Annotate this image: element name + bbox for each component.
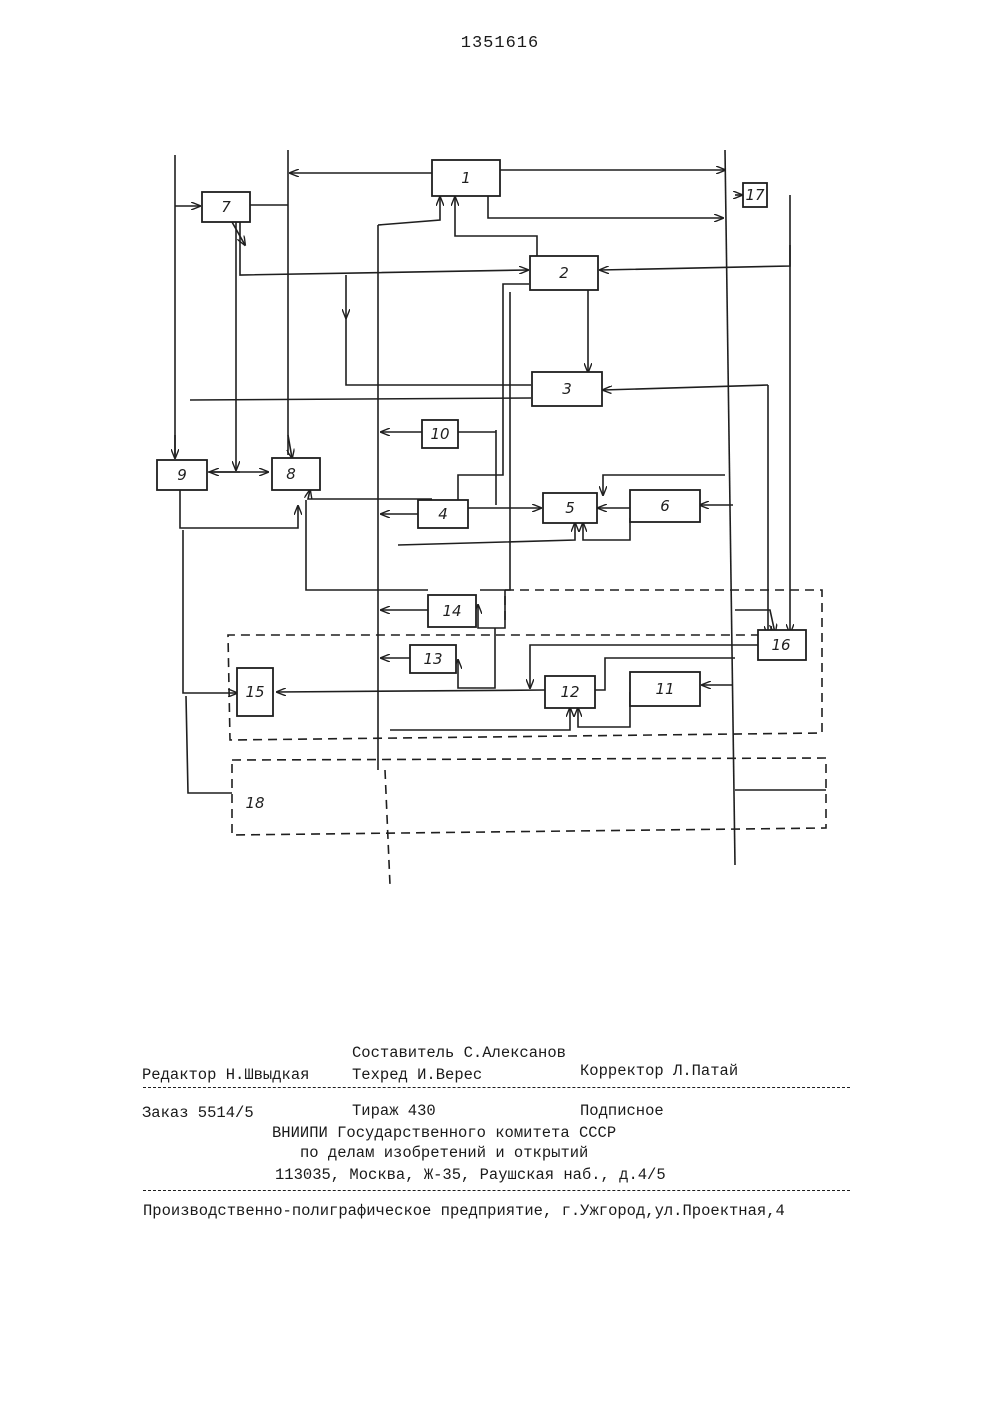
block-diagram: 1 2 3 4 5 6 7 8 9 10 11 12 13 14 15 16 1…: [0, 0, 1000, 900]
block-8: 8: [272, 458, 320, 490]
svg-text:13: 13: [423, 650, 442, 668]
svg-text:9: 9: [177, 466, 187, 484]
svg-text:12: 12: [560, 683, 579, 701]
org-address: 113035, Москва, Ж-35, Раушская наб., д.4…: [275, 1166, 666, 1184]
blocks: 1 2 3 4 5 6 7 8 9 10 11 12 13 14 15 16 1…: [157, 160, 806, 812]
techred-credit: Техред И.Верес: [352, 1066, 482, 1084]
block-7: 7: [202, 192, 250, 222]
divider-bottom: [143, 1190, 850, 1191]
svg-text:5: 5: [565, 499, 575, 517]
printer-block: Производственно-полиграфическое предприя…: [0, 1200, 1000, 1230]
block-4: 4: [418, 500, 468, 528]
editor-credit: Редактор Н.Швыдкая: [142, 1066, 309, 1084]
block-5: 5: [543, 493, 597, 523]
svg-text:8: 8: [286, 465, 296, 483]
svg-text:16: 16: [771, 636, 790, 654]
subscription-note: Подписное: [580, 1102, 664, 1120]
block-10: 10: [422, 420, 458, 448]
order-number: Заказ 5514/5: [142, 1104, 254, 1122]
svg-text:4: 4: [438, 505, 448, 523]
block-9: 9: [157, 460, 207, 490]
svg-text:15: 15: [245, 683, 264, 701]
circulation: Тираж 430: [352, 1102, 436, 1120]
dashed-frames: [228, 590, 826, 835]
block-2: 2: [530, 256, 598, 290]
svg-text:11: 11: [655, 680, 674, 698]
corrector-credit: Корректор Л.Патай: [580, 1062, 738, 1080]
block-12: 12: [545, 676, 595, 708]
svg-text:10: 10: [430, 425, 449, 443]
publication-block: Заказ 5514/5 Тираж 430 Подписное ВНИИПИ …: [0, 1100, 1000, 1290]
svg-text:18: 18: [245, 794, 264, 812]
block-15: 15: [237, 668, 273, 716]
block-6: 6: [630, 490, 700, 522]
block-17: 17: [743, 183, 767, 207]
org-line-2: по делам изобретений и открытий: [300, 1144, 588, 1162]
org-line-1: ВНИИПИ Государственного комитета СССР: [272, 1124, 616, 1142]
block-11: 11: [630, 672, 700, 706]
svg-text:14: 14: [442, 602, 461, 620]
svg-text:7: 7: [221, 198, 231, 216]
svg-text:17: 17: [745, 186, 765, 204]
divider-top: [143, 1087, 850, 1088]
compiler-credit: Составитель С.Алексанов: [352, 1044, 566, 1062]
block-13: 13: [410, 645, 456, 673]
svg-text:3: 3: [562, 380, 572, 398]
printer-line: Производственно-полиграфическое предприя…: [143, 1202, 785, 1220]
block-14: 14: [428, 595, 476, 627]
svg-text:1: 1: [461, 169, 471, 187]
block-18: 18: [245, 794, 264, 812]
block-16: 16: [758, 630, 806, 660]
svg-text:6: 6: [660, 497, 670, 515]
block-3: 3: [532, 372, 602, 406]
svg-text:2: 2: [559, 264, 569, 282]
block-1: 1: [432, 160, 500, 196]
